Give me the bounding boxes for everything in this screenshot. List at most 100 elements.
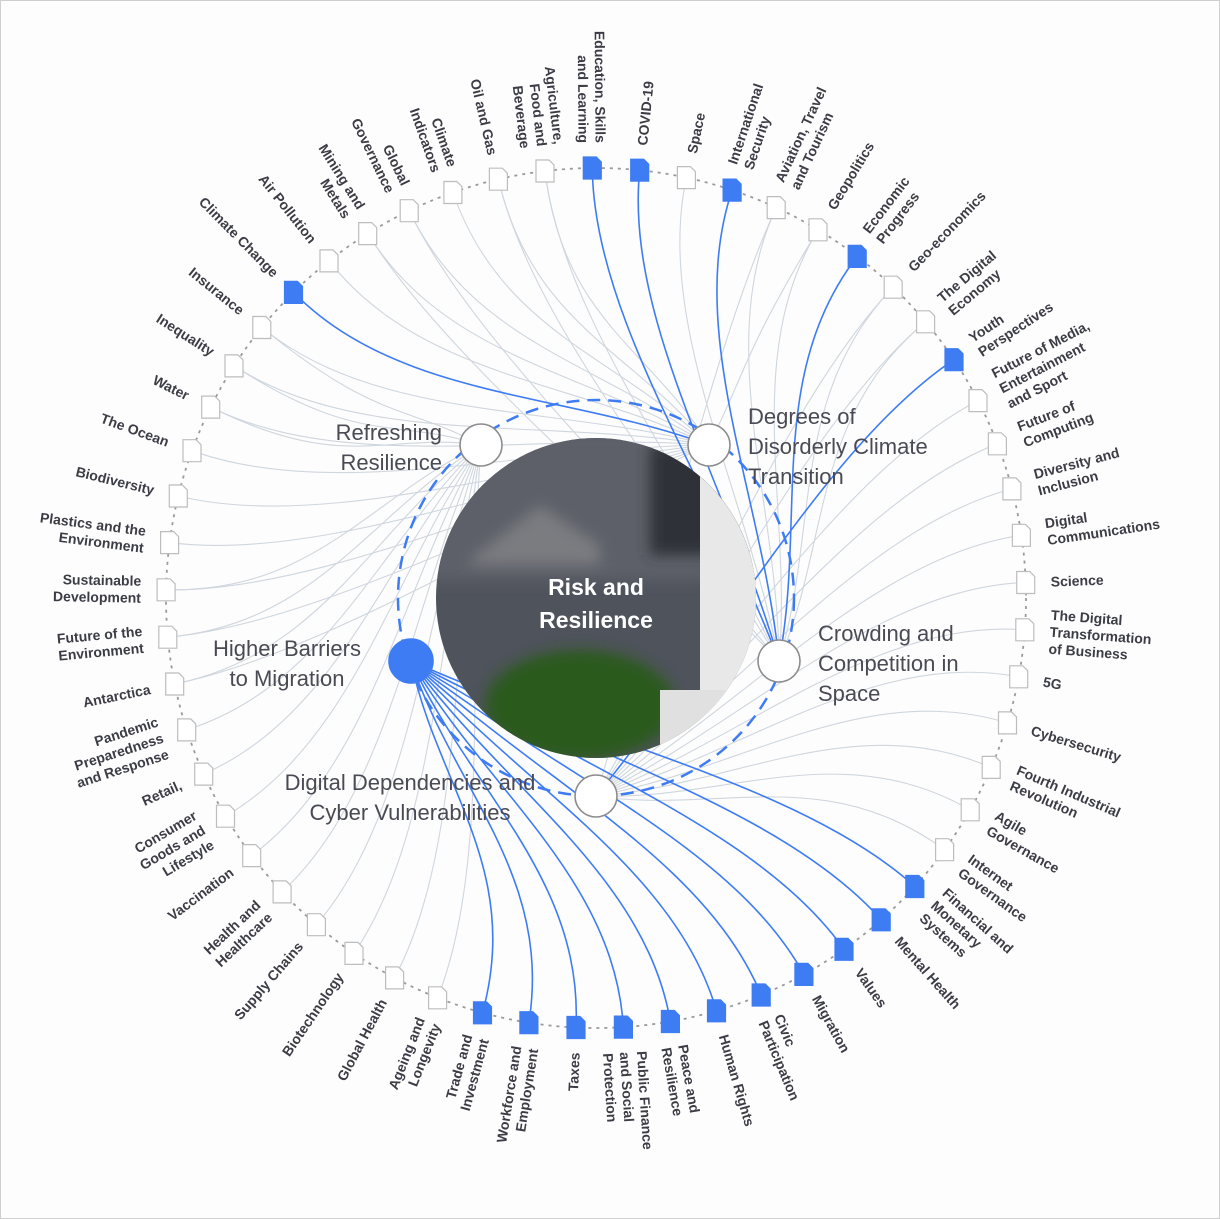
link-water-refreshing [210, 406, 482, 447]
topic-node-icon [766, 196, 786, 220]
link-workforce-and-employment-migration [410, 660, 534, 1023]
topic-5g[interactable]: 5G [1009, 665, 1064, 693]
topic-insurance[interactable]: Insurance [186, 264, 272, 340]
topic-node-icon [252, 315, 272, 340]
topic-antarctica[interactable]: Antarctica [82, 672, 185, 710]
topic-node-icon [224, 354, 244, 378]
link-aviation-travel-and-tourism-space [748, 207, 780, 662]
topic-node-icon [676, 166, 696, 190]
link-science-digital [595, 581, 1026, 797]
topic-values[interactable]: Values [834, 937, 891, 1011]
topic-space[interactable]: Space [676, 111, 708, 190]
topic-node-icon [981, 755, 1001, 779]
hub-node [574, 774, 618, 818]
link-consumer-goods-and-lifestyle-refreshing [225, 444, 482, 817]
link-retail-refreshing [203, 444, 482, 775]
topic-label: Biodiversity [74, 463, 156, 498]
topic-retail[interactable]: Retail, [139, 762, 214, 809]
topic-science[interactable]: Science [1016, 570, 1104, 595]
topic-migration[interactable]: Migration [794, 962, 854, 1055]
topic-agriculture-food-and-beverage[interactable]: Agriculture,Food andBeverage [508, 65, 567, 183]
topic-label: The DigitalEconomy [934, 247, 1010, 318]
link-inequality-climate [233, 365, 710, 446]
topic-label: Global Health [334, 996, 390, 1083]
topic-plastics-and-the-environment[interactable]: Plastics and theEnvironment [37, 509, 180, 556]
topic-node-icon [935, 838, 955, 862]
topic-label: Antarctica [82, 681, 152, 710]
topic-node-icon [306, 913, 326, 937]
topic-public-finance-and-social-protection[interactable]: Public Financeand SocialProtection [600, 1015, 656, 1152]
topic-sustainable-development[interactable]: SustainableDevelopment [53, 571, 176, 606]
link-peace-and-resilience-migration [410, 660, 672, 1022]
topic-node-icon [751, 983, 771, 1007]
topic-node-icon [156, 578, 176, 602]
topic-node-icon [987, 432, 1007, 456]
topic-human-rights[interactable]: Human Rights [706, 999, 758, 1129]
topic-node-icon [242, 844, 262, 868]
topic-biodiversity[interactable]: Biodiversity [74, 463, 188, 508]
link-geopolitics-space [773, 229, 819, 662]
topic-water[interactable]: Water [150, 372, 221, 419]
topic-ageing-and-longevity[interactable]: Ageing andLongevity [385, 986, 448, 1098]
topic-label: Water [150, 372, 192, 404]
topic-peace-and-resilience[interactable]: Peace andResilience [658, 1009, 703, 1118]
center-title-line-2: Resilience [539, 607, 653, 633]
topic-label: Climate Change [196, 194, 282, 281]
topic-node-icon [997, 711, 1018, 735]
topic-label: Retail, [139, 777, 184, 809]
link-international-security-space [716, 189, 780, 662]
topic-digital-communications[interactable]: DigitalCommunications [1011, 499, 1161, 548]
topic-node-icon [566, 1015, 586, 1040]
topic-covid-19[interactable]: COVID-19 [630, 80, 657, 182]
topic-node-icon [168, 484, 188, 508]
center-title-line-1: Risk and [548, 574, 644, 600]
hub-node [459, 423, 503, 467]
topic-workforce-and-employment[interactable]: Workforce andEmployment [493, 1011, 541, 1147]
link-digital-communications-digital [595, 534, 1022, 797]
topic-node-icon [1009, 665, 1029, 689]
topic-label: Plastics and theEnvironment [37, 509, 147, 555]
topic-label: Air Pollution [256, 171, 320, 246]
topic-civic-participation[interactable]: CivicParticipation [751, 983, 818, 1103]
topic-diversity-and-inclusion[interactable]: Diversity andInclusion [1002, 444, 1125, 501]
topic-the-digital-transformation-of-business[interactable]: The DigitalTransformationof Business [1015, 607, 1153, 664]
topic-label: Taxes [565, 1052, 583, 1092]
topic-label: Biotechnology [279, 969, 347, 1059]
topic-climate-indicators[interactable]: ClimateIndicators [407, 100, 463, 205]
topic-education-skills-and-learning[interactable]: Education, Skillsand Learning [575, 31, 609, 180]
topic-the-ocean[interactable]: The Ocean [98, 410, 202, 463]
topic-international-security[interactable]: InternationalSecurity [722, 81, 782, 202]
hub-node [757, 639, 801, 683]
topic-label: DigitalCommunications [1044, 499, 1161, 548]
topic-taxes[interactable]: Taxes [565, 1015, 586, 1092]
link-trade-and-investment-migration [410, 660, 494, 1014]
topic-node-icon [177, 718, 197, 742]
topic-trade-and-investment[interactable]: Trade andInvestment [440, 1001, 493, 1113]
topic-future-of-computing[interactable]: Future ofComputing [987, 393, 1096, 456]
link-diversity-and-inclusion-digital [595, 488, 1013, 797]
topic-label: Oil and Gas [467, 77, 500, 157]
topic-label: Inequality [154, 310, 218, 359]
topic-node-icon [1002, 477, 1022, 501]
topic-node-icon [519, 1011, 539, 1035]
topic-inequality[interactable]: Inequality [154, 310, 244, 378]
topic-cybersecurity[interactable]: Cybersecurity [997, 711, 1124, 765]
topic-oil-and-gas[interactable]: Oil and Gas [467, 77, 508, 191]
topic-label: Diversity andInclusion [1032, 444, 1125, 498]
topic-future-of-the-environment[interactable]: Future of theEnvironment [56, 623, 178, 664]
link-air-pollution-climate [328, 260, 710, 446]
topic-label: Peace andResilience [658, 1043, 703, 1117]
topic-label: Human Rights [716, 1033, 758, 1129]
link-climate-indicators-climate [452, 192, 710, 446]
link-water-climate [210, 406, 710, 447]
topic-node-icon [808, 218, 828, 242]
topic-node-icon [158, 625, 178, 649]
